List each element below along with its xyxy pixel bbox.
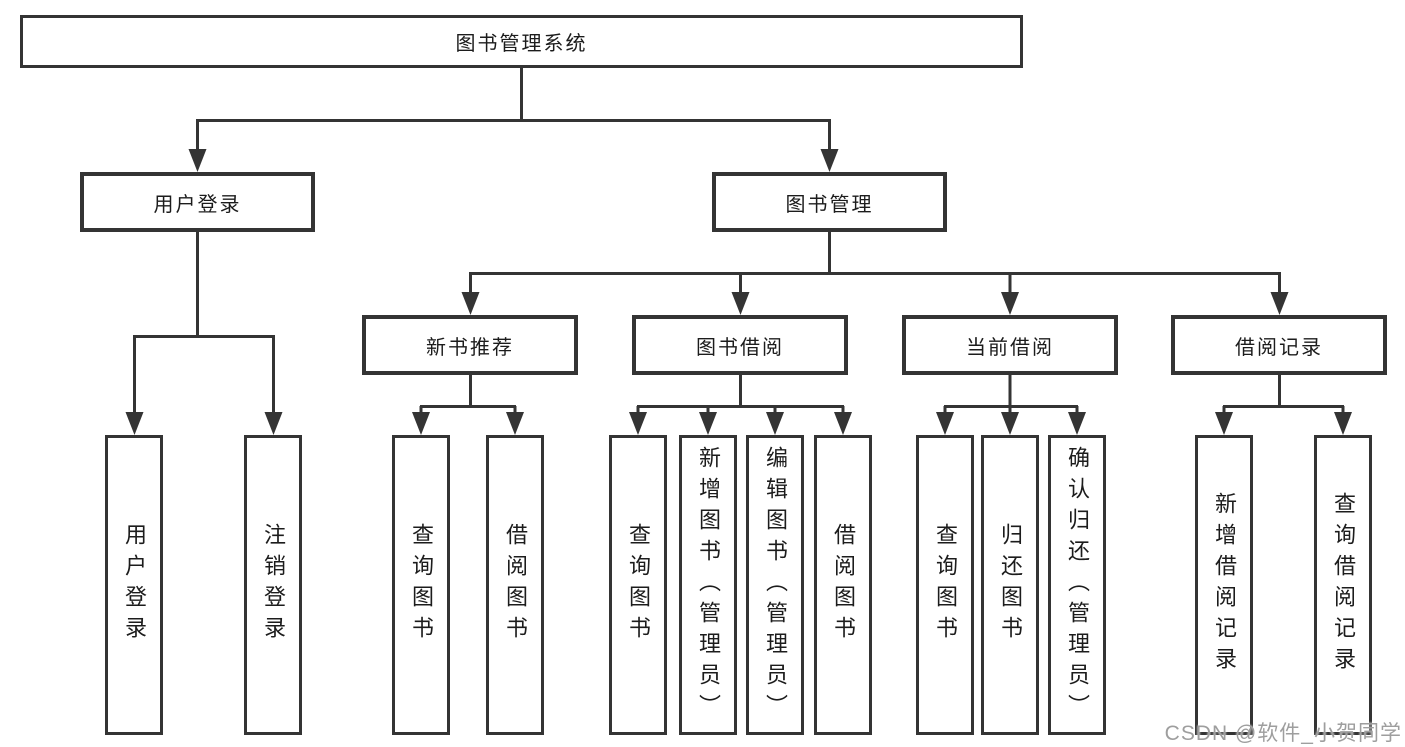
leaf-borrow-books-recommend: 借阅图书 xyxy=(486,435,544,735)
node-current-borrow-label: 当前借阅 xyxy=(966,336,1054,359)
leaf-return-books-label: 归还图书 xyxy=(998,523,1023,647)
leaf-edit-books-admin: 编辑图书（管理员） xyxy=(746,435,804,735)
leaf-user-login: 用户登录 xyxy=(105,435,163,735)
leaf-add-books-admin-label: 新增图书（管理员） xyxy=(696,445,721,725)
leaf-edit-books-admin-label: 编辑图书（管理员） xyxy=(763,445,788,725)
leaf-borrow-books-label: 借阅图书 xyxy=(831,523,856,647)
leaf-query-books-recommend-label: 查询图书 xyxy=(409,523,434,647)
node-new-book-recommend: 新书推荐 xyxy=(362,315,578,375)
leaf-borrow-books: 借阅图书 xyxy=(814,435,872,735)
leaf-confirm-return-admin-label: 确认归还（管理员） xyxy=(1065,445,1090,725)
leaf-user-login-label: 用户登录 xyxy=(122,523,147,647)
node-root: 图书管理系统 xyxy=(20,15,1023,68)
node-user-login-label: 用户登录 xyxy=(153,193,242,216)
leaf-return-books: 归还图书 xyxy=(981,435,1039,735)
leaf-borrow-books-recommend-label: 借阅图书 xyxy=(503,523,528,647)
leaf-query-books-borrow-label: 查询图书 xyxy=(626,523,651,647)
leaf-query-books-current-label: 查询图书 xyxy=(933,523,958,647)
leaf-query-books-current: 查询图书 xyxy=(916,435,974,735)
node-borrow-records-label: 借阅记录 xyxy=(1235,336,1323,359)
node-book-borrow-label: 图书借阅 xyxy=(696,336,784,359)
leaf-query-borrow-record-label: 查询借阅记录 xyxy=(1331,492,1356,678)
node-book-management-label: 图书管理 xyxy=(785,193,874,216)
node-current-borrow: 当前借阅 xyxy=(902,315,1118,375)
leaf-add-books-admin: 新增图书（管理员） xyxy=(679,435,737,735)
leaf-logout: 注销登录 xyxy=(244,435,302,735)
leaf-logout-label: 注销登录 xyxy=(261,523,286,647)
leaf-confirm-return-admin: 确认归还（管理员） xyxy=(1048,435,1106,735)
leaf-query-books-recommend: 查询图书 xyxy=(392,435,450,735)
node-new-book-recommend-label: 新书推荐 xyxy=(426,336,514,359)
node-borrow-records: 借阅记录 xyxy=(1171,315,1387,375)
leaf-add-borrow-record-label: 新增借阅记录 xyxy=(1212,492,1237,678)
node-book-borrow: 图书借阅 xyxy=(632,315,848,375)
node-root-label: 图书管理系统 xyxy=(455,33,588,55)
leaf-query-books-borrow: 查询图书 xyxy=(609,435,667,735)
node-user-login: 用户登录 xyxy=(80,172,315,232)
watermark: CSDN @软件_小贺同学 xyxy=(1164,722,1402,745)
node-book-management: 图书管理 xyxy=(712,172,947,232)
leaf-query-borrow-record: 查询借阅记录 xyxy=(1314,435,1372,735)
leaf-add-borrow-record: 新增借阅记录 xyxy=(1195,435,1253,735)
